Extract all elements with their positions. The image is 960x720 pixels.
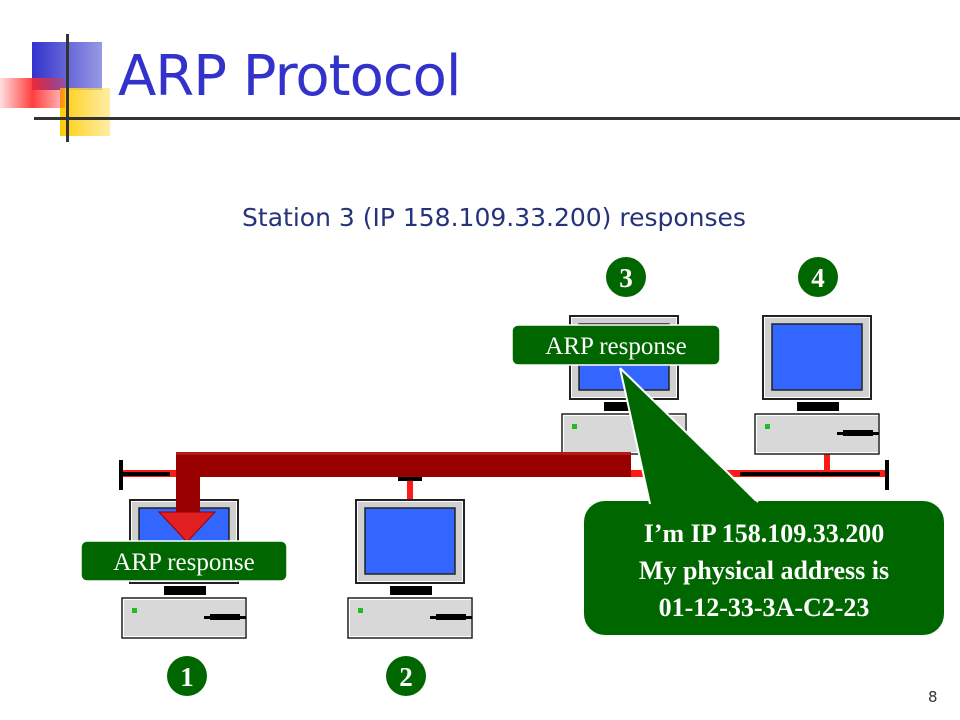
callout-line-mac: 01-12-33-3A-C2-23 [658,593,870,622]
computer-station-4 [754,315,880,455]
bus-right-terminator [885,460,889,490]
title-underline [70,117,960,120]
station-number-badge-4: 4 [798,257,838,297]
station-number-4: 4 [811,263,825,293]
arp-response-badge-sender [511,324,721,366]
speech-callout [582,367,946,637]
station-number-badge-3: 3 [606,257,646,297]
callout-line-ip: I’m IP 158.109.33.200 [643,519,885,548]
station-number-badge-2: 2 [386,656,426,696]
drop-cable-4 [824,452,830,472]
slide-title: ARP Protocol [118,44,461,109]
arp-response-arrow [157,452,631,543]
station-number-1: 1 [180,662,194,692]
slide-logo [0,34,134,142]
arp-response-label-receiver: ARP response [113,549,254,576]
callout-message: I’m IP 158.109.33.200 My physical addres… [583,515,945,626]
drop-cable-2 [407,477,413,499]
arp-response-label-sender: ARP response [545,333,686,360]
station-number-badge-1: 1 [167,656,207,696]
callout-line-physical: My physical address is [638,556,890,585]
arp-response-badge-receiver [80,540,288,582]
computer-station-2 [347,499,473,639]
slide-subtitle: Station 3 (IP 158.109.33.200) responses [242,203,746,232]
station-number-2: 2 [399,662,413,692]
station-number-3: 3 [619,263,633,293]
page-number: 8 [928,688,938,706]
